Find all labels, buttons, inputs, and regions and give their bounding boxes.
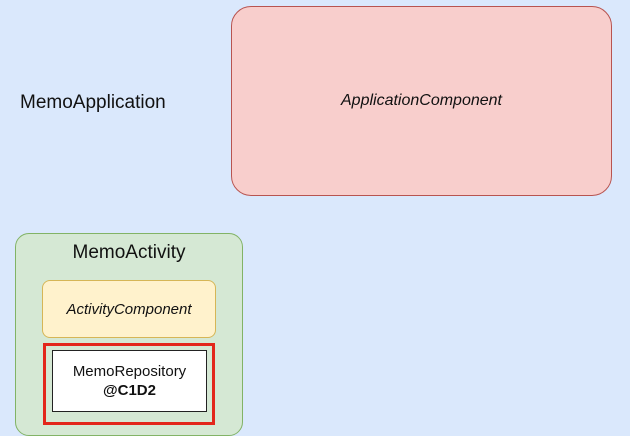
memo-repository-name: MemoRepository <box>72 363 187 380</box>
memo-application-label: MemoApplication <box>20 92 166 113</box>
repository-highlight-frame <box>43 343 215 425</box>
activity-component-box: ActivityComponent <box>42 280 216 338</box>
memo-repository-box: MemoRepository @C1D2 <box>52 350 207 412</box>
application-component-box: ApplicationComponent <box>231 6 612 196</box>
memo-activity-label: MemoActivity <box>72 242 186 263</box>
memo-repository-scope: @C1D2 <box>103 382 156 399</box>
